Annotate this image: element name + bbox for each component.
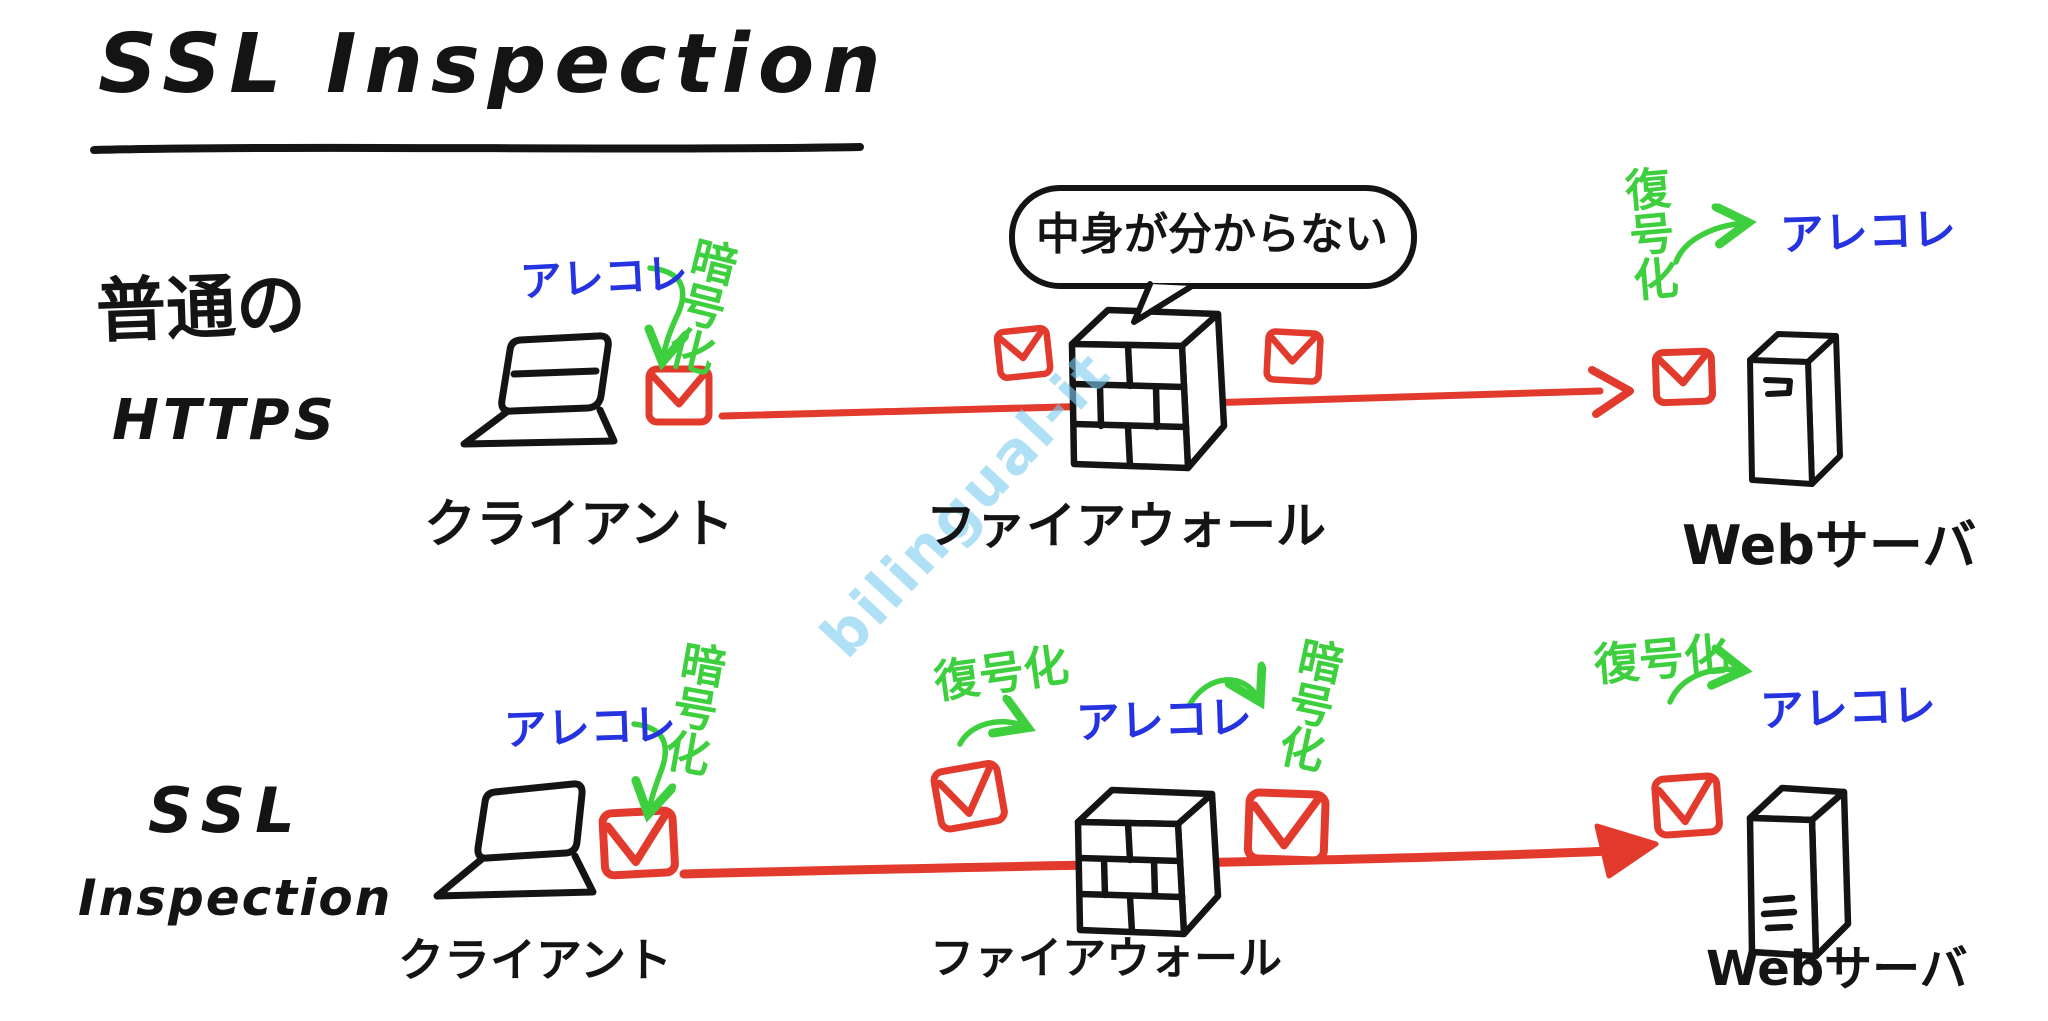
row2-server-payload-label: アレコレ (1759, 679, 1937, 738)
green-arrows (631, 223, 1744, 810)
row2-client-label: クライアント (398, 933, 673, 987)
encrypt-arrow-row1-client (650, 265, 683, 358)
firewall-icon-row2 (1074, 786, 1222, 938)
encrypt-arrow-row2-firewall (1187, 680, 1258, 704)
encrypt-arrow-row2-client (631, 721, 665, 810)
envelope-icon-row1-server (1651, 347, 1717, 407)
row1-label-line2: HTTPS (112, 388, 338, 453)
server-icon-row2 (1746, 784, 1852, 960)
decrypt-arrow-row2-server (1667, 669, 1740, 705)
envelope-icon-row1-fw-left (993, 324, 1054, 381)
envelope-icon-row2-client (598, 806, 679, 880)
row2-server-label: Webサーバ (1706, 941, 1968, 997)
laptop-icon-row1 (460, 332, 618, 448)
envelope-icon-row1-client (645, 365, 713, 426)
envelope-icon-row2-server (1651, 772, 1723, 839)
envelope-icon-row2-fw-right (1243, 788, 1330, 865)
envelope-icon-row2-fw-left (930, 760, 1008, 833)
row2-label-line2: Inspection (78, 869, 393, 927)
laptop-icon-row2 (433, 780, 597, 900)
speech-bubble (1009, 185, 1417, 325)
decrypt-arrow-row2-firewall (957, 722, 1024, 747)
server-icon-row1 (1747, 331, 1843, 487)
row2-firewall-label: ファイアウォール (930, 933, 1282, 984)
row1-client-payload-label: アレコレ (518, 248, 690, 307)
row2-client-payload-label: アレコレ (503, 700, 677, 756)
row1-client-label: クライアント (424, 495, 734, 555)
row1-server-label: Webサーバ (1682, 514, 1977, 577)
row1-label-line1: 普通の (94, 263, 308, 353)
row1-firewall-label: ファイアウォール (926, 497, 1326, 555)
row2-server-decrypt-label: 復号化 (1591, 627, 1732, 692)
firewall-icon-row1 (1068, 306, 1228, 472)
envelope-icon-row1-fw-right (1263, 328, 1324, 385)
row2-label-line1: SSL (148, 774, 305, 847)
page-title: SSL Inspection (98, 17, 889, 112)
row1-server-payload-label: アレコレ (1779, 203, 1957, 262)
decrypt-arrow-row1-server (1673, 223, 1744, 265)
row1-decrypt-label: 復号化 (1615, 163, 1681, 304)
speech-bubble-text: 中身が分からない (1036, 209, 1388, 260)
row2-firewall-payload-label: アレコレ (1075, 691, 1253, 750)
title-underline (90, 143, 864, 154)
